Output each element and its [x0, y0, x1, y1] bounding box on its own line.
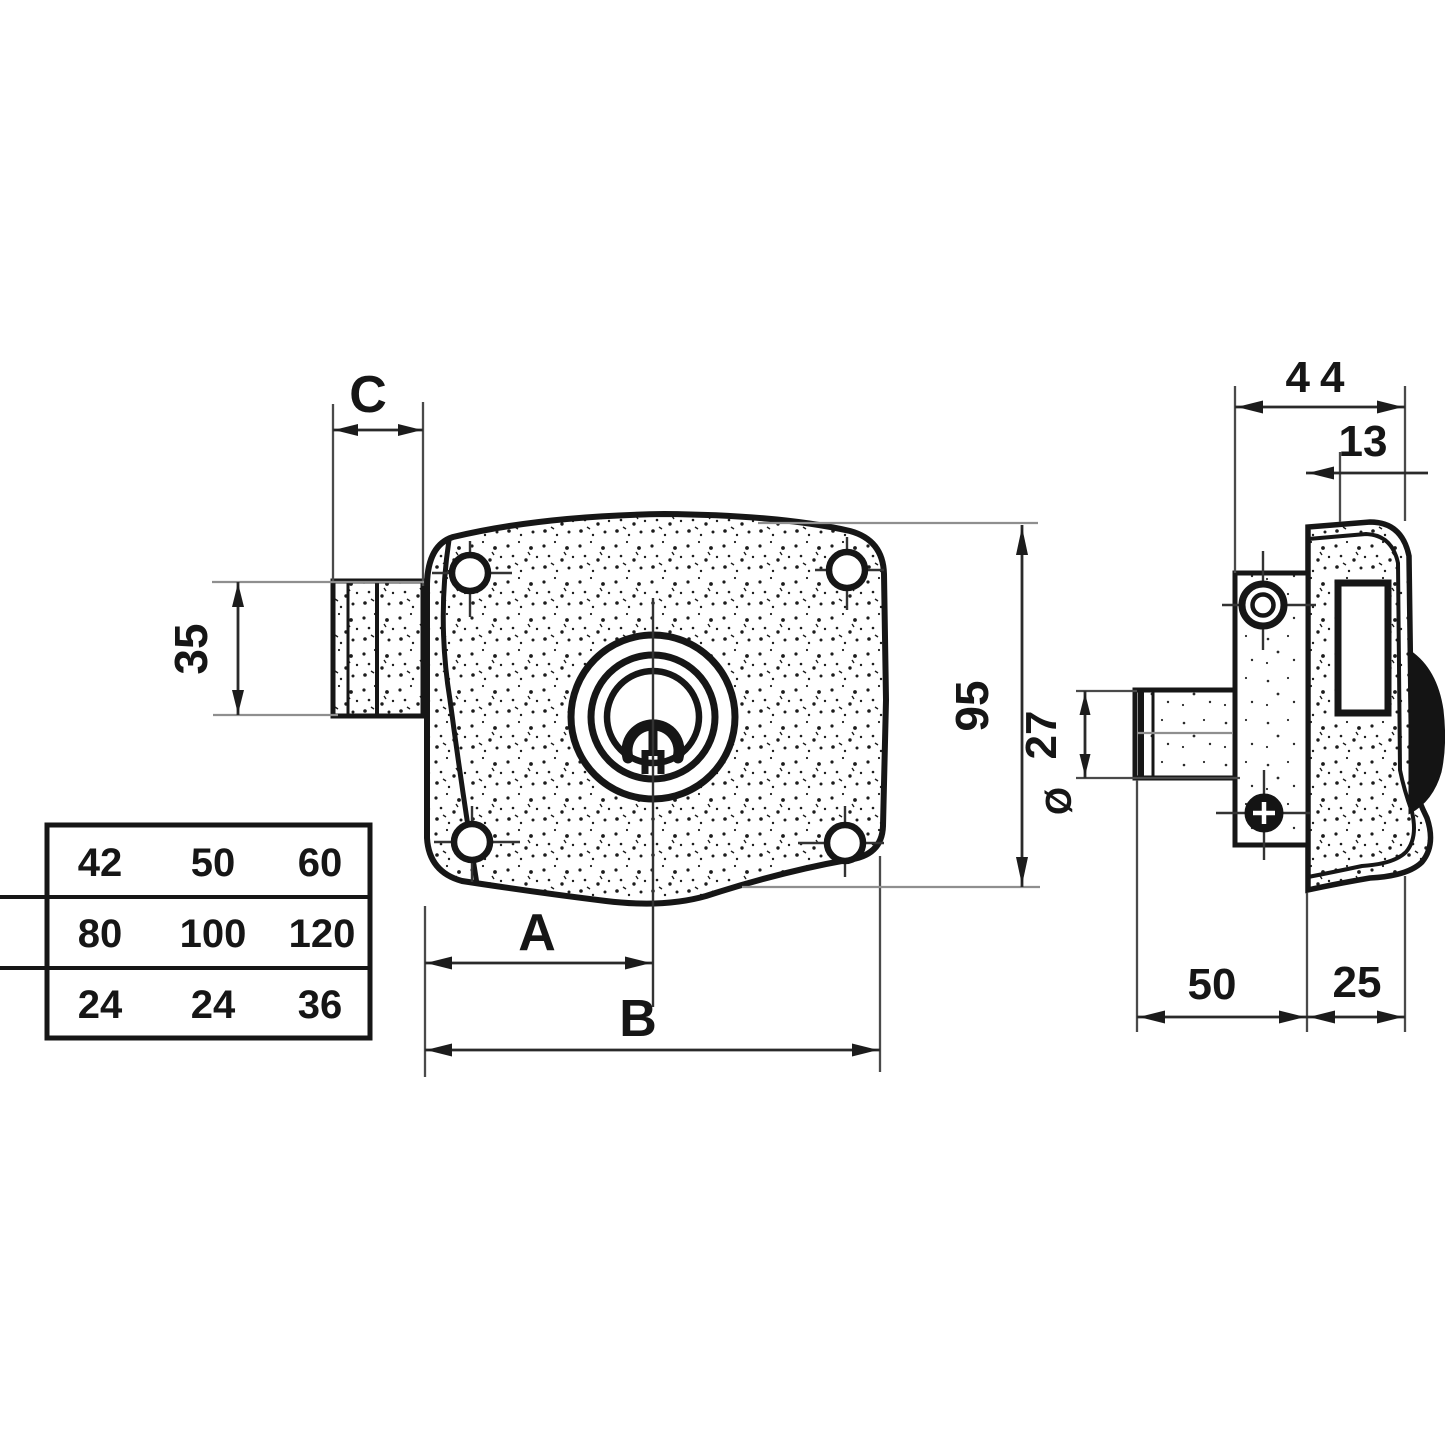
dim-50-label: 50	[1188, 960, 1237, 1009]
arrowhead	[1377, 400, 1403, 414]
dim-b-label: B	[619, 990, 657, 1048]
dim-27-label: 27	[1017, 711, 1066, 760]
table-cell-r2c2: 100	[180, 912, 247, 956]
dim-25-label: 25	[1333, 958, 1382, 1007]
arrowhead	[398, 424, 422, 436]
side-view: 44 13 27 Ø 50	[1017, 353, 1445, 1032]
dimension-35: 35	[165, 580, 424, 717]
dimension-95: 95	[742, 521, 1040, 889]
dim-a-label: A	[518, 904, 556, 962]
screw-circle	[450, 820, 494, 864]
dimension-13: 13	[1306, 417, 1428, 522]
table-cell-r3c1: 24	[78, 983, 123, 1027]
arrowhead	[1279, 1010, 1305, 1024]
table-cell-r2c3: 120	[289, 912, 356, 956]
table-border	[44, 822, 373, 1041]
table-cell-r2c1: 80	[78, 912, 123, 956]
screw-circle	[1238, 580, 1288, 630]
table-cell-r3c2: 24	[191, 983, 236, 1027]
diameter-symbol: Ø	[1038, 787, 1079, 815]
screw-hole-bottom-right	[798, 806, 884, 877]
screw-circle	[825, 548, 869, 592]
arrowhead	[1079, 693, 1091, 715]
arrowhead	[1016, 857, 1028, 885]
arrowhead	[426, 956, 452, 970]
screw-hole-bottom-left	[434, 806, 520, 882]
dimension-c: C	[331, 366, 425, 586]
screw-hole-top-right	[815, 537, 884, 610]
arrowhead	[232, 690, 244, 714]
dim-95-label: 95	[946, 680, 998, 731]
screw-circle	[823, 821, 867, 865]
arrowhead	[1309, 1010, 1335, 1024]
screw-hole-top-left	[432, 541, 512, 617]
plate-screw-bottom	[1216, 770, 1310, 860]
arrowhead	[232, 583, 244, 607]
size-table: 42 50 60 80 100 120 24 24 36	[0, 822, 373, 1041]
latch-bolt	[330, 578, 426, 719]
dim-c-label: C	[349, 366, 387, 424]
dim-35-label: 35	[165, 623, 217, 674]
arrowhead	[1016, 527, 1028, 555]
arrowhead	[334, 424, 358, 436]
arrowhead	[1079, 754, 1091, 776]
table-cell-r3c3: 36	[298, 983, 343, 1027]
arrowhead	[625, 956, 651, 970]
arrowhead	[1308, 466, 1334, 480]
dimension-44: 44	[1233, 353, 1407, 573]
case-inner-line	[1307, 531, 1416, 879]
dimension-b: B	[425, 856, 882, 1072]
dim-44-label: 44	[1286, 353, 1355, 402]
dimension-dia-27: 27 Ø	[1017, 689, 1240, 815]
arrowhead	[1139, 1010, 1165, 1024]
screw-circle-inner	[1250, 592, 1276, 618]
plate-screw-top	[1222, 551, 1316, 650]
arrowhead	[426, 1043, 452, 1057]
cylinder-side	[1132, 687, 1238, 781]
dimension-a: A	[423, 904, 653, 1077]
dim-13-label: 13	[1339, 417, 1388, 466]
arrowhead	[852, 1043, 878, 1057]
case-slot	[1334, 579, 1392, 717]
table-cell-r1c3: 60	[298, 841, 343, 885]
arrowhead	[1237, 400, 1263, 414]
arrowhead	[1377, 1010, 1403, 1024]
latch-knob	[1408, 649, 1445, 815]
table-cell-r1c1: 42	[78, 841, 123, 885]
dimension-50-25: 50 25	[1135, 780, 1407, 1032]
screw-circle	[448, 551, 492, 595]
table-cell-r1c2: 50	[191, 841, 236, 885]
front-view: C 35 A B	[165, 366, 1040, 1077]
